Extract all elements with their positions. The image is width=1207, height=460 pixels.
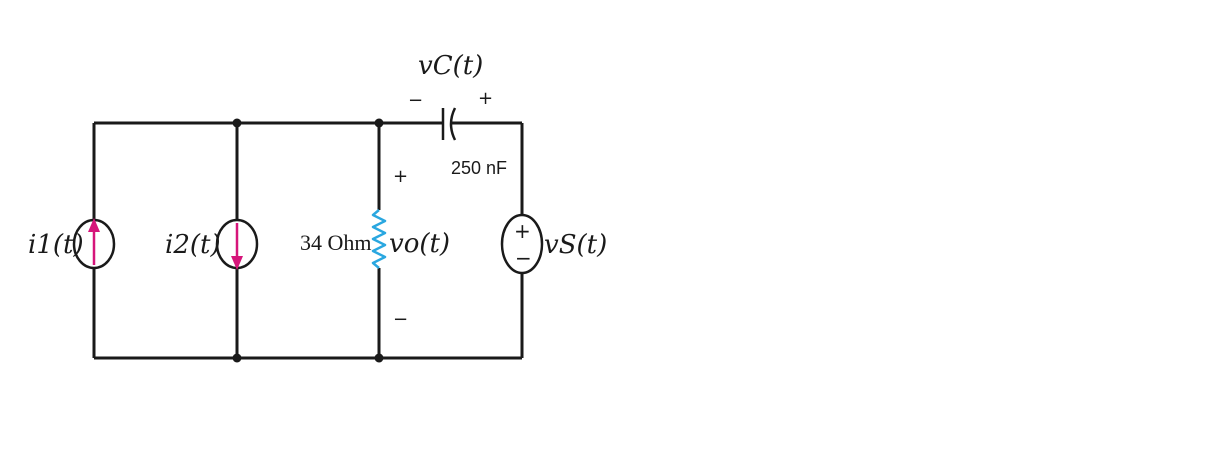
i1-label: i1(t) [28,230,84,260]
junction-dot-top-1 [232,118,242,128]
vs-label: vS(t) [544,230,607,260]
voltage-source-vs [500,213,544,275]
resistor-value: 34 Ohm [300,230,372,255]
vs-minus-sign: − [515,246,532,270]
vo-plus-sign: + [393,166,408,187]
vc-label: vC(t) [418,51,483,81]
junction-dot-bottom-2 [374,353,384,363]
arrow-down-head-icon [231,256,243,270]
junction-dot-top-2 [374,118,384,128]
vo-minus-sign: − [393,309,408,330]
i2-label: i2(t) [165,230,221,260]
capacitor-icon [441,107,457,141]
arrow-up-head-icon [88,218,100,232]
vc-minus-sign: − [408,90,423,111]
capacitor-value: 250 nF [451,158,507,178]
current-source-i1 [72,218,116,270]
junction-dot-bottom-1 [232,353,242,363]
resistor-icon [371,209,387,269]
vc-plus-sign: + [478,88,493,109]
current-source-i2 [215,218,259,270]
vo-label: vo(t) [389,229,450,259]
vs-plus-sign: + [514,219,531,243]
wires [92,121,524,360]
